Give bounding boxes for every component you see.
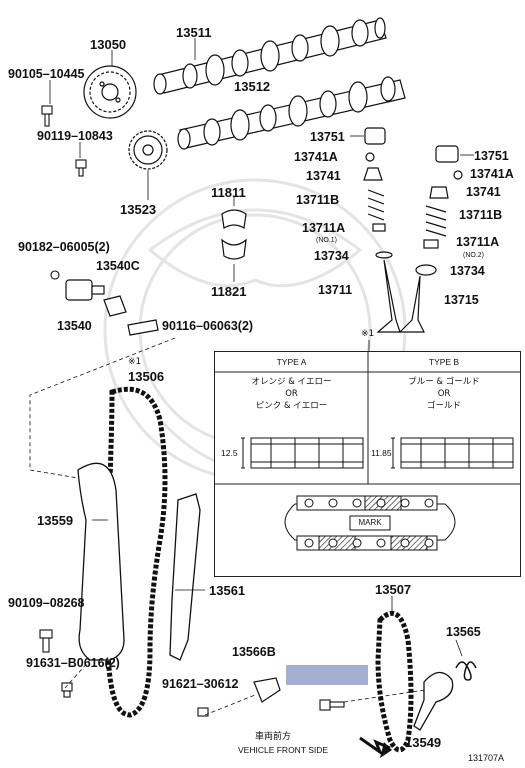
label-13565: 13565 <box>446 625 481 639</box>
label-13741a-right: 13741A <box>470 167 514 181</box>
label-13734-left: 13734 <box>314 249 349 263</box>
type-b-color-1: ブルー & ゴールド <box>408 377 480 387</box>
label-13511: 13511 <box>176 25 212 40</box>
type-b-or: OR <box>437 389 451 399</box>
type-a-color-2: ピンク & イエロー <box>255 401 328 411</box>
label-no1: (NO.1) <box>316 237 337 244</box>
type-a-color-1: オレンジ & イエロー <box>251 377 332 387</box>
dimension-b: 11.85 <box>371 448 392 458</box>
label-13741-left: 13741 <box>306 169 341 183</box>
chain-type-table: TYPE A TYPE B オレンジ & イエロー OR ピンク & イエロー … <box>214 351 521 577</box>
bolts <box>39 105 345 717</box>
label-13050: 13050 <box>90 37 127 52</box>
label-13734-right: 13734 <box>450 264 485 278</box>
vvt-gear-13050 <box>83 65 137 119</box>
label-13566b: 13566B <box>232 645 276 659</box>
type-b-color-2: ゴールド <box>426 401 461 411</box>
label-13711b-right: 13711B <box>459 208 503 222</box>
label-90182-06005: 90182–06005(2) <box>18 240 110 254</box>
timing-chain-13507 <box>375 610 414 753</box>
dimension-a: 12.5 <box>221 448 238 458</box>
plate-13566b <box>253 677 281 703</box>
label-13711b-left: 13711B <box>296 193 340 207</box>
label-90105-10445: 90105–10445 <box>8 67 85 81</box>
label-11821: 11821 <box>211 284 247 299</box>
label-13751-right: 13751 <box>474 149 509 163</box>
label-mark-top: ※1 <box>361 329 375 339</box>
label-13540c: 13540C <box>96 259 140 273</box>
mark-label: MARK <box>358 518 382 527</box>
label-13711a-left: 13711A <box>302 221 346 235</box>
label-90119-10843: 90119–10843 <box>37 129 113 143</box>
label-13506: 13506 <box>128 369 165 384</box>
label-13751-left: 13751 <box>310 130 345 144</box>
label-13540: 13540 <box>57 319 92 333</box>
camshaft-13511 <box>153 17 387 95</box>
chain-damper-13561 <box>169 493 201 661</box>
label-11811: 11811 <box>211 185 246 200</box>
label-13711a-right: 13711A <box>456 235 500 249</box>
label-13561: 13561 <box>209 583 246 598</box>
sprocket-13523 <box>128 130 168 170</box>
label-no2: (NO.2) <box>463 252 484 259</box>
label-13549: 13549 <box>405 735 442 750</box>
chain-tensioner-13549 <box>413 671 454 731</box>
camshaft-13512 <box>177 76 406 150</box>
oil-control-valve-13540 <box>65 279 159 336</box>
label-13559: 13559 <box>37 513 74 528</box>
type-b-header: TYPE B <box>428 357 460 367</box>
type-a-header: TYPE A <box>276 357 307 367</box>
chain-type-drawing <box>215 352 520 551</box>
label-13715: 13715 <box>444 293 479 307</box>
label-90109-08268: 90109–08268 <box>8 596 85 610</box>
label-13711: 13711 <box>318 283 353 297</box>
front-label-jp: 車両前方 <box>255 732 292 742</box>
label-13741a-left: 13741A <box>294 150 338 164</box>
diagram-id: 131707A <box>468 753 505 763</box>
label-90116-06063: 90116–06063(2) <box>162 319 254 333</box>
leader-lines <box>29 38 474 716</box>
label-13507: 13507 <box>375 582 412 597</box>
label-mark-left: ※1 <box>128 357 142 367</box>
bearing-11811-11821 <box>221 209 247 260</box>
front-arrow-icon <box>359 736 391 757</box>
label-91631-b0616: 91631–B0616(2) <box>26 656 120 670</box>
chain-guide-13559 <box>77 462 125 661</box>
label-13741-right: 13741 <box>466 185 501 199</box>
type-a-or: OR <box>285 389 298 399</box>
valve-train-right <box>398 145 463 333</box>
front-label-en: VEHICLE FRONT SIDE <box>238 745 329 755</box>
highlight-strip <box>286 665 368 685</box>
label-13523: 13523 <box>120 202 157 217</box>
valve-train-left <box>363 127 401 333</box>
label-91621-30612: 91621–30612 <box>162 677 239 691</box>
label-13512: 13512 <box>234 79 271 94</box>
spring-13565 <box>455 661 477 681</box>
